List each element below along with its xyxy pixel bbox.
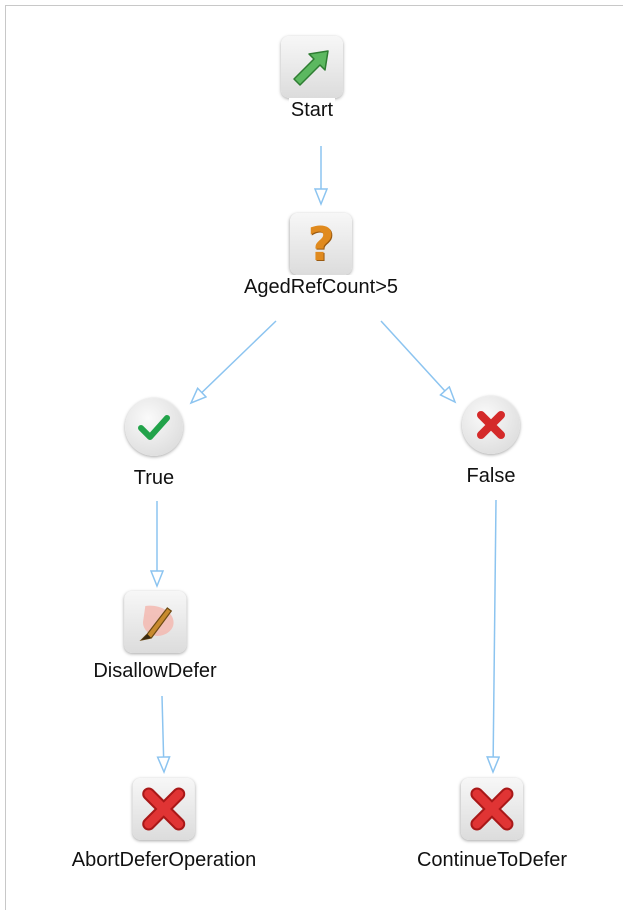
node-label-true: True — [131, 466, 177, 490]
node-label-false: False — [464, 464, 518, 488]
question-mark-icon: ? — [289, 213, 352, 275]
node-true[interactable]: True — [125, 398, 183, 490]
red-x-icon — [462, 396, 520, 454]
red-x-icon — [132, 778, 195, 840]
red-x-icon — [461, 778, 523, 840]
edge-condition-to-true — [191, 320, 277, 403]
node-label-continue-to-defer: ContinueToDefer — [414, 848, 570, 872]
edge-condition-to-false — [380, 320, 455, 402]
edge-false-to-continue — [493, 499, 496, 772]
pencil-hand-icon — [124, 591, 186, 653]
node-label-condition: AgedRefCount>5 — [241, 275, 401, 299]
edge-disallow-to-abort — [162, 695, 164, 772]
node-disallow-defer[interactable]: DisallowDefer — [91, 591, 219, 683]
check-mark-icon — [125, 398, 183, 456]
node-false[interactable]: False — [462, 396, 520, 488]
node-continue-to-defer[interactable]: ContinueToDefer — [414, 778, 570, 872]
node-label-abort-defer-operation: AbortDeferOperation — [69, 848, 259, 872]
diagram-canvas: Start ? AgedRefCount>5 True False — [5, 5, 623, 910]
node-label-disallow-defer: DisallowDefer — [91, 659, 219, 683]
edges-layer — [6, 146, 624, 911]
green-arrow-icon — [281, 36, 343, 98]
node-abort-defer-operation[interactable]: AbortDeferOperation — [69, 778, 259, 872]
node-start[interactable]: Start — [281, 36, 343, 122]
node-label-start: Start — [288, 98, 336, 122]
node-condition[interactable]: ? AgedRefCount>5 — [241, 213, 401, 299]
